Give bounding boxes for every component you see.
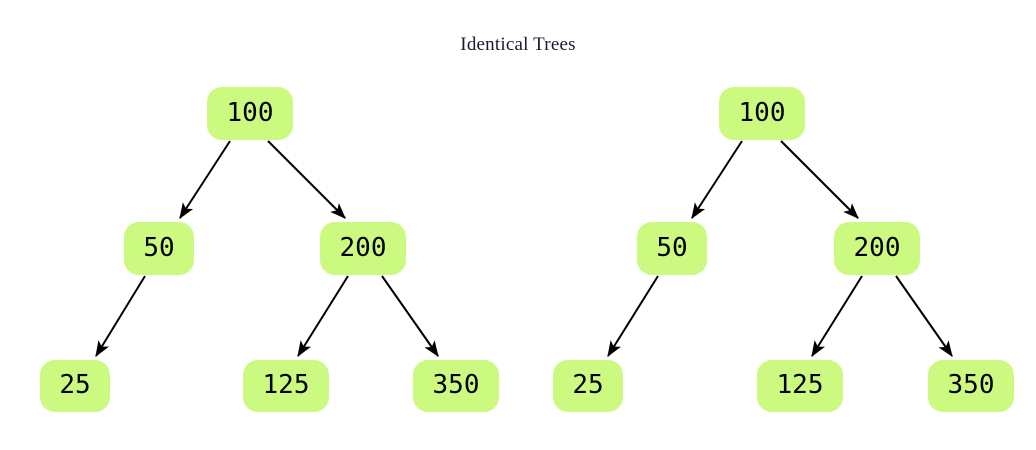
- tree-node-label: 200: [339, 232, 387, 263]
- tree-node-l-25[interactable]: 25: [40, 360, 110, 412]
- tree-edge-r-100-to-r-200: [780, 140, 859, 219]
- tree-edge-l-100-to-l-50: [179, 140, 231, 220]
- tree-node-label: 100: [738, 97, 786, 128]
- tree-node-l-200[interactable]: 200: [320, 222, 406, 275]
- tree-edge-l-50-to-l-25: [95, 275, 146, 358]
- tree-node-label: 350: [432, 370, 480, 400]
- tree-edge-r-200-to-r-350: [895, 275, 953, 357]
- tree-node-label: 200: [853, 232, 901, 263]
- tree-node-r-25[interactable]: 25: [553, 360, 623, 412]
- tree-edge-r-200-to-r-125: [811, 275, 863, 358]
- tree-node-l-100[interactable]: 100: [207, 87, 293, 140]
- tree-node-r-100[interactable]: 100: [719, 87, 805, 140]
- tree-node-l-125[interactable]: 125: [243, 360, 329, 412]
- tree-node-r-200[interactable]: 200: [834, 222, 920, 275]
- tree-node-r-50[interactable]: 50: [637, 222, 707, 275]
- tree-edge-l-200-to-l-350: [381, 275, 439, 357]
- tree-node-label: 125: [776, 370, 824, 400]
- tree-edge-r-50-to-r-25: [607, 275, 659, 358]
- tree-node-r-125[interactable]: 125: [757, 360, 843, 412]
- tree-edges: [95, 140, 953, 358]
- tree-node-label: 25: [59, 370, 91, 400]
- tree-node-label: 50: [143, 232, 175, 263]
- tree-node-l-350[interactable]: 350: [413, 360, 499, 412]
- tree-node-label: 350: [947, 370, 995, 400]
- tree-node-label: 50: [656, 232, 688, 263]
- tree-edge-r-100-to-r-50: [691, 140, 743, 220]
- tree-node-label: 25: [572, 370, 604, 400]
- tree-node-label: 125: [262, 370, 310, 400]
- tree-node-l-50[interactable]: 50: [124, 222, 194, 275]
- tree-edge-l-200-to-l-125: [297, 275, 349, 358]
- diagram-title: Identical Trees: [460, 34, 576, 55]
- tree-node-label: 100: [226, 97, 274, 128]
- tree-node-r-350[interactable]: 350: [928, 360, 1014, 412]
- tree-edge-l-100-to-l-200: [267, 140, 346, 219]
